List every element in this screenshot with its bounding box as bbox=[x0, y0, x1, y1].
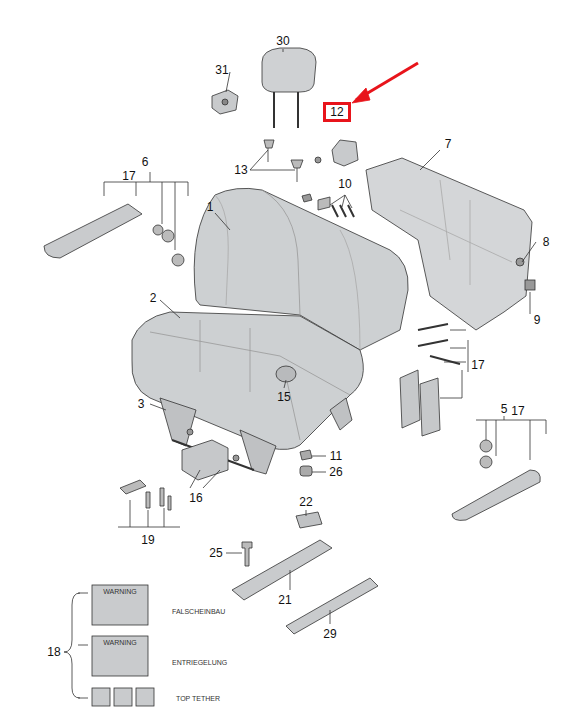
callout-number: 21 bbox=[278, 594, 291, 606]
sticker-text: WARNING bbox=[103, 588, 137, 595]
callout-number: 3 bbox=[138, 398, 145, 410]
callout-number: 31 bbox=[215, 64, 228, 76]
sticker-text: ENTRIEGELUNG bbox=[172, 659, 227, 666]
callout-number: 16 bbox=[189, 492, 202, 504]
callout-number: 6 bbox=[142, 156, 149, 168]
callout-number: 5 bbox=[501, 403, 508, 415]
callout-number: 2 bbox=[150, 292, 157, 304]
callout-number: 12 bbox=[330, 106, 343, 118]
callout-number: 26 bbox=[329, 466, 342, 478]
callout-number: 13 bbox=[234, 164, 247, 176]
callout-number: 7 bbox=[445, 138, 452, 150]
callout-number: 30 bbox=[276, 35, 289, 47]
callout-number: 17 bbox=[511, 405, 524, 417]
callout-number: 17 bbox=[122, 170, 135, 182]
highlight-box: 12 bbox=[323, 102, 351, 122]
callout-number: 18 bbox=[47, 646, 60, 658]
callout-number: 19 bbox=[141, 534, 154, 546]
callout-number: 25 bbox=[209, 547, 222, 559]
callout-number: 29 bbox=[323, 628, 336, 640]
callout-number: 22 bbox=[299, 496, 312, 508]
callout-number: 10 bbox=[338, 178, 351, 190]
callout-number: 17 bbox=[471, 359, 484, 371]
callout-number: 1 bbox=[207, 201, 214, 213]
callout-number: 9 bbox=[534, 314, 541, 326]
callout-number: 8 bbox=[543, 236, 550, 248]
sticker-text: FALSCHEINBAU bbox=[172, 608, 225, 615]
callout-number: 15 bbox=[277, 391, 290, 403]
callout-number: 11 bbox=[330, 450, 342, 462]
sticker-text: TOP TETHER bbox=[176, 695, 220, 702]
sticker-text: WARNING bbox=[103, 639, 137, 646]
